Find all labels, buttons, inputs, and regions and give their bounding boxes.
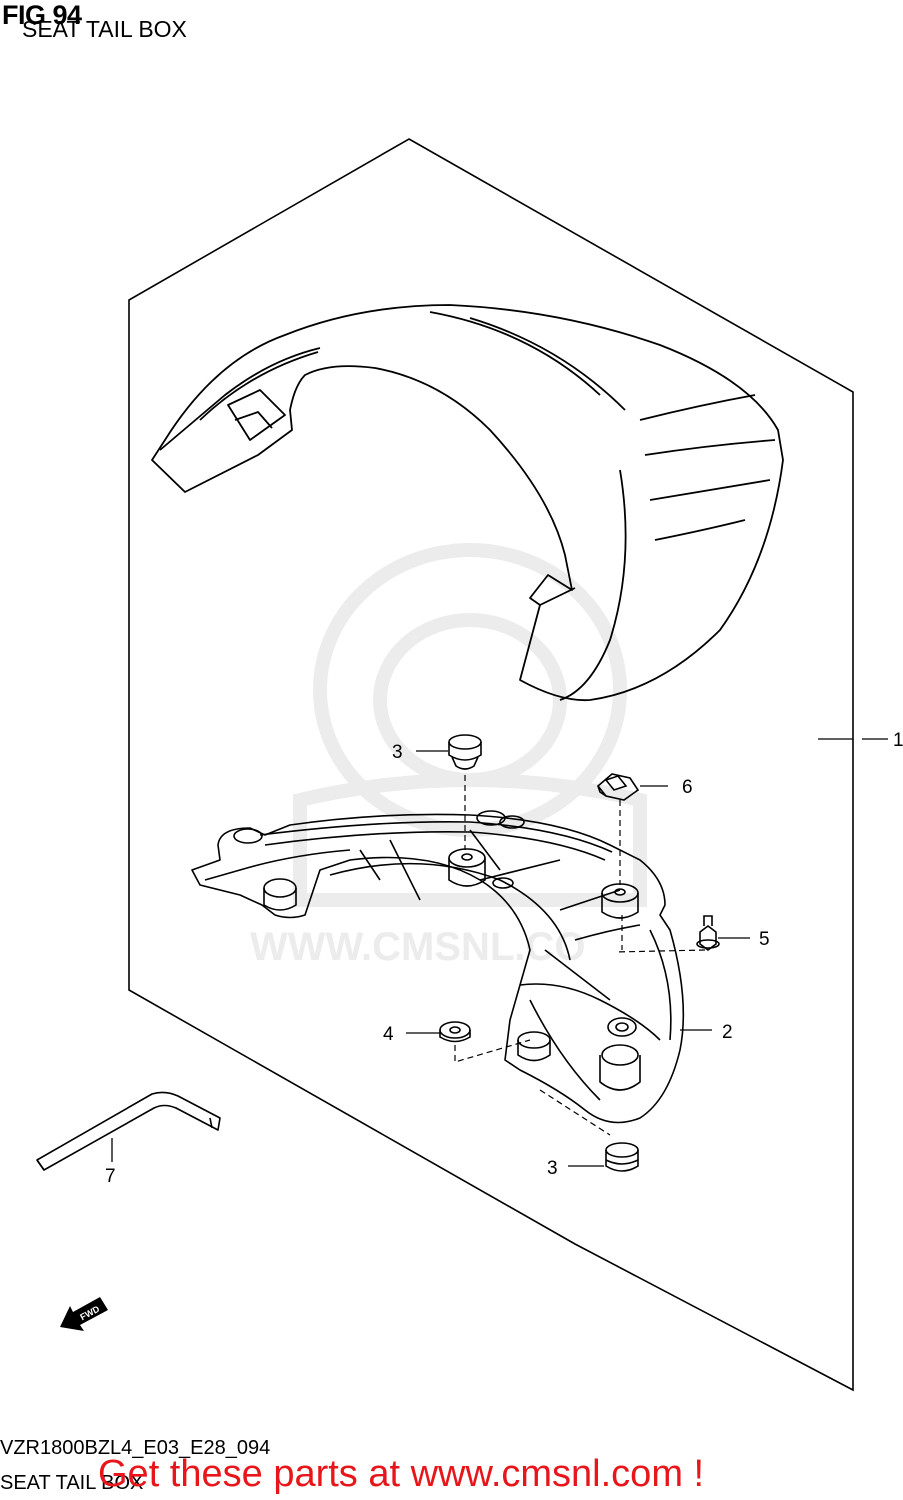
callout-3-lower: 3 [547,1158,558,1179]
fwd-arrow-icon: FWD [60,1297,108,1331]
assembly-dashes [454,775,706,1136]
callout-2: 2 [722,1022,733,1043]
figure-label: FIG 94 [2,0,82,30]
callout-3-upper: 3 [392,742,403,763]
assembly-outline [128,138,854,1392]
part-bolt[interactable] [696,915,720,951]
watermark-mascot-face [373,613,567,787]
callout-7: 7 [105,1166,116,1187]
callout-1: 1 [893,730,903,751]
leader-lines [111,738,888,1167]
diagram-code: VZR1800BZL4_E03_E28_094 [0,1437,271,1459]
part-grommet-lower[interactable] [605,1142,639,1172]
callouts: 1 2 3 3 4 5 6 7 [105,730,903,1187]
callout-4: 4 [383,1024,394,1045]
watermark-text: WWW.CMSNL.CO [250,925,586,969]
callout-5: 5 [759,929,770,950]
part-grommet-upper[interactable] [448,734,482,770]
callout-6: 6 [682,777,693,798]
figure-title: SEAT TAIL BOX [22,16,187,42]
part-hex-key[interactable] [36,1091,221,1171]
part-seat-tail-cowl[interactable] [151,304,784,702]
part-clip-nut[interactable] [596,773,640,801]
watermark-mascot-body [293,773,647,907]
diagram-subtitle: SEAT TAIL BOX [0,1472,144,1494]
part-cushion[interactable] [439,1021,471,1043]
part-bracket-frame[interactable] [191,810,685,1124]
promo-link[interactable]: Get these parts at www.cmsnl.com ! [98,1453,705,1495]
